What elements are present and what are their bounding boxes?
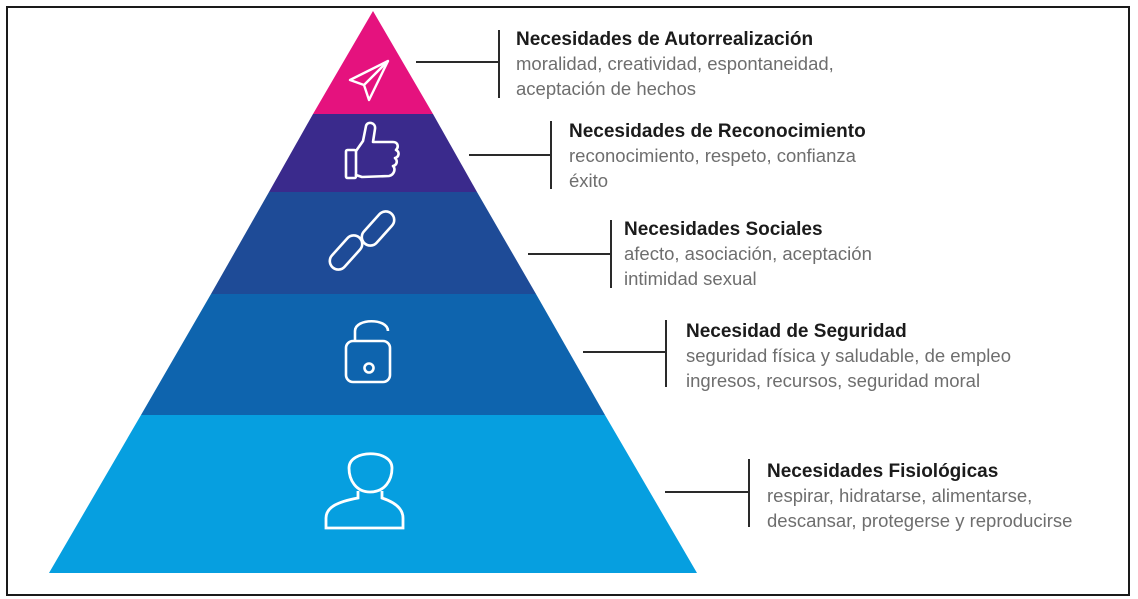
connectors	[416, 30, 750, 527]
level-title: Necesidades Sociales	[624, 219, 823, 240]
level-title: Necesidades de Autorrealización	[516, 29, 814, 50]
person-icon	[324, 452, 405, 530]
level-desc-line: afecto, asociación, aceptación	[624, 243, 872, 264]
level-label-fisiologicas: Necesidades Fisiológicas respirar, hidra…	[767, 460, 1072, 533]
level-title: Necesidad de Seguridad	[686, 321, 907, 342]
paper-plane-icon	[348, 59, 390, 102]
pyramid-level-1	[313, 11, 433, 114]
pyramid-level-2	[269, 114, 477, 192]
level-desc-line: respirar, hidratarse, alimentarse,	[767, 485, 1033, 506]
level-label-seguridad: Necesidad de Seguridad seguridad física …	[686, 320, 1011, 393]
pyramid-level-3	[211, 192, 536, 294]
level-desc-line: descansar, protegerse y reproducirse	[767, 510, 1073, 531]
level-label-reconocimiento: Necesidades de Reconocimiento reconocimi…	[569, 120, 866, 193]
level-title: Necesidades de Reconocimiento	[569, 121, 866, 142]
level-desc-line: ingresos, recursos, seguridad moral	[686, 370, 981, 391]
pyramid-level-5	[49, 415, 697, 573]
level-label-sociales: Necesidades Sociales afecto, asociación,…	[624, 218, 872, 291]
level-title: Necesidades Fisiológicas	[767, 461, 999, 482]
level-label-autorrealizacion: Necesidades de Autorrealización moralida…	[516, 28, 834, 101]
level-desc-line: reconocimiento, respeto, confianza	[569, 145, 856, 166]
level-desc-line: seguridad física y saludable, de empleo	[686, 345, 1011, 366]
level-desc-line: moralidad, creatividad, espontaneidad,	[516, 53, 834, 74]
level-desc-line: éxito	[569, 170, 609, 191]
level-desc-line: aceptación de hechos	[516, 78, 696, 99]
thumbs-up-icon	[344, 121, 400, 180]
padlock-icon	[344, 319, 392, 384]
chain-link-icon	[328, 210, 396, 271]
pyramid-level-4	[141, 294, 605, 415]
level-desc-line: intimidad sexual	[624, 268, 757, 289]
